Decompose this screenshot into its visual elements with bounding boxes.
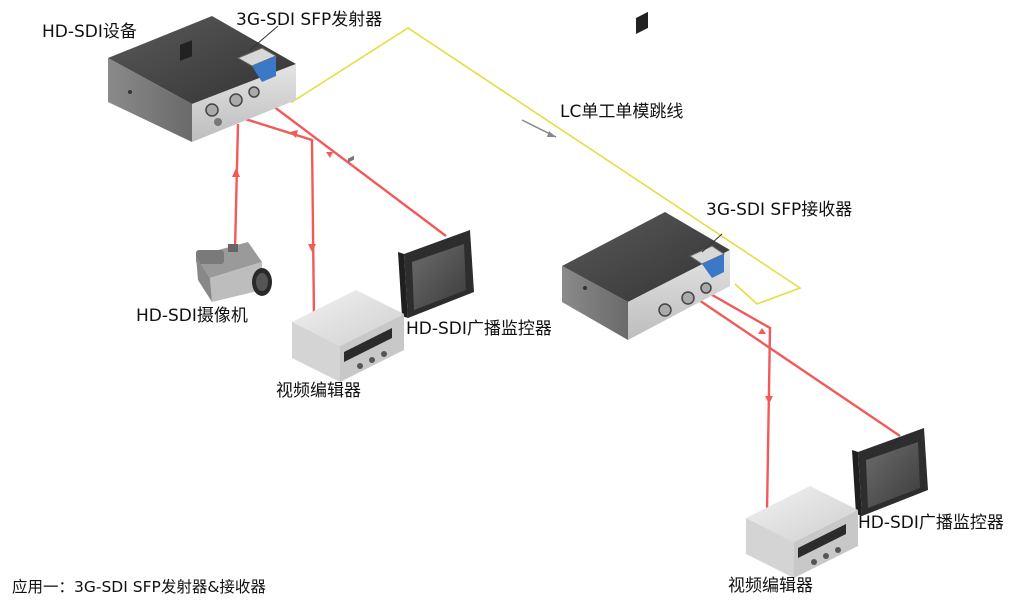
- hdsdi-receiver-device: [562, 11, 730, 340]
- label-monitor-left: HD-SDI广播监控器: [406, 319, 552, 339]
- label-sfp-transmitter: 3G-SDI SFP发射器: [236, 10, 383, 30]
- hdsdi-broadcast-monitor: [398, 230, 474, 318]
- label-monitor-right: HD-SDI广播监控器: [858, 513, 1004, 533]
- coax-camera-to-device: [233, 123, 240, 251]
- hdsdi-camera: [196, 242, 272, 302]
- coax-cables: [222, 93, 901, 513]
- hdsdi-device: [108, 16, 296, 142]
- coax-device-to-monitor: [256, 93, 447, 237]
- label-sfp-receiver: 3G-SDI SFP接收器: [706, 200, 853, 220]
- label-lc-patch-cord: LC单工单模跳线: [560, 102, 684, 122]
- video-editor: [292, 155, 404, 382]
- caption: 应用一：3G-SDI SFP发射器&接收器: [12, 578, 266, 596]
- label-video-editor-right: 视频编辑器: [728, 576, 813, 596]
- label-hdsdi-device: HD-SDI设备: [42, 22, 137, 42]
- label-hdsdi-camera: HD-SDI摄像机: [136, 306, 248, 326]
- direction-arrowhead-icon: [547, 131, 556, 137]
- sfp-transmitter-module: [236, 47, 278, 82]
- pointer-transmitter: [249, 25, 279, 51]
- pointer-receiver: [701, 233, 723, 253]
- coax-receiver-to-monitor: [692, 295, 901, 437]
- coax-device-to-editor: [222, 110, 316, 319]
- coax-receiver-to-editor: [706, 290, 772, 513]
- coax-direction-arrows: [232, 130, 773, 404]
- label-video-editor-left: 视频编辑器: [276, 381, 361, 401]
- video-editor-right: [746, 486, 858, 578]
- hdsdi-broadcast-monitor-right: [852, 428, 928, 516]
